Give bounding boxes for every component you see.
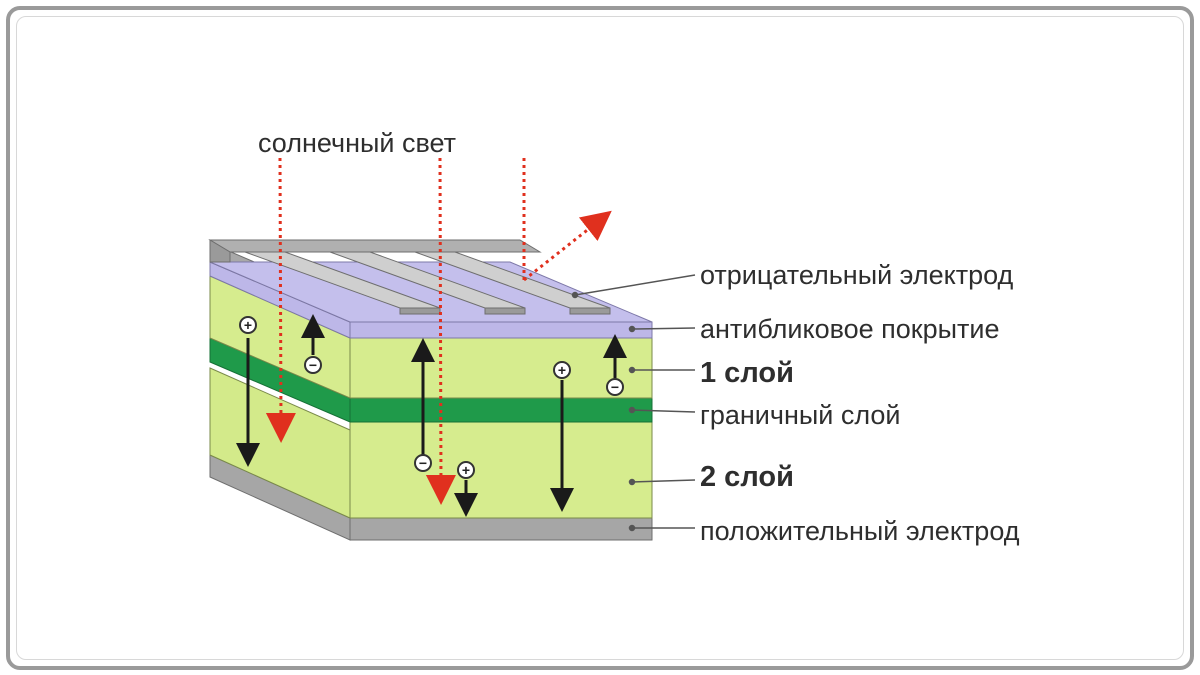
- electron-marker-2: −: [414, 454, 432, 472]
- electrode-finger-2-edge: [484, 307, 526, 315]
- label-negative-electrode: отрицательный электрод: [700, 260, 1014, 290]
- front-positive-electrode: [349, 517, 653, 541]
- carrier-arrows: [236, 314, 627, 517]
- label-layer-1: 1 слой: [700, 357, 794, 389]
- plus-sign: +: [244, 317, 252, 333]
- label-junction-layer: граничный слой: [700, 400, 901, 430]
- electron-marker-1: −: [304, 356, 322, 374]
- top-electrode: [208, 239, 611, 315]
- electron-marker-3: −: [606, 378, 624, 396]
- hole-marker-1: +: [239, 316, 257, 334]
- electrode-finger-1-edge: [569, 307, 611, 315]
- leader-dot-negative-electrode: [571, 291, 579, 299]
- leader-lines: [571, 274, 696, 532]
- light-ray-1: [265, 157, 296, 443]
- plus-sign: +: [558, 362, 566, 378]
- minus-sign: −: [611, 379, 619, 395]
- front-face: [349, 321, 653, 541]
- leader-coating: [631, 327, 696, 330]
- light-rays: [265, 157, 612, 505]
- label-layer-2: 2 слой: [700, 461, 794, 493]
- labels: солнечный свет отрицательный электрод ан…: [258, 128, 1020, 546]
- charge-markers: + − − + + −: [239, 316, 624, 479]
- hole-marker-3: +: [553, 361, 571, 379]
- leader-negative-electrode: [574, 274, 696, 296]
- leader-dot-junction: [628, 406, 636, 414]
- label-sunlight: солнечный свет: [258, 128, 456, 158]
- leader-dot-positive-electrode: [628, 524, 636, 532]
- leader-dot-coating: [628, 325, 636, 333]
- leader-junction: [631, 409, 696, 413]
- electrode-busbar-front: [209, 239, 231, 263]
- leader-dot-layer-2: [628, 478, 636, 486]
- label-positive-electrode: положительный электрод: [700, 516, 1020, 546]
- front-layer-2: [349, 421, 653, 519]
- label-antireflective-coating: антибликовое покрытие: [700, 314, 1000, 344]
- inner-frame: [16, 16, 1184, 660]
- front-junction: [349, 397, 653, 423]
- light-ray-3-reflected: [523, 210, 612, 282]
- electrode-finger-3-edge: [399, 307, 441, 315]
- leader-layer-2: [631, 479, 696, 483]
- plus-sign: +: [462, 462, 470, 478]
- minus-sign: −: [309, 357, 317, 373]
- leader-dot-layer-1: [628, 366, 636, 374]
- hole-marker-2: +: [457, 461, 475, 479]
- electrode-busbar: [208, 239, 542, 253]
- front-layer-1: [349, 337, 653, 399]
- front-coating: [349, 321, 653, 339]
- minus-sign: −: [419, 455, 427, 471]
